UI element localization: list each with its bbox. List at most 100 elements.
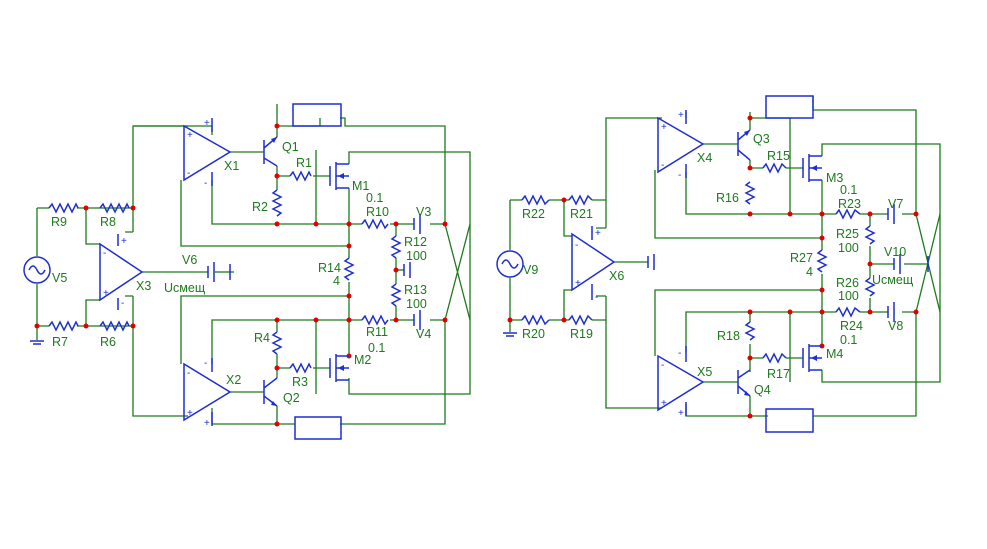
x3-opamp-icon: -+ +- [99, 234, 144, 310]
x6-opamp-icon: - + + - [571, 226, 616, 303]
r24-resistor-icon [835, 306, 861, 318]
svg-text:+: + [575, 278, 581, 289]
v8-battery-icon [887, 302, 895, 322]
svg-text:+: + [121, 236, 127, 247]
r8-label: R8 [100, 215, 116, 229]
r10-label: R10 [366, 205, 389, 219]
r1-label: R1 [296, 156, 312, 170]
svg-text:-: - [661, 360, 664, 371]
r21-label: R21 [570, 207, 593, 221]
svg-text:+: + [678, 408, 684, 419]
r25-value: 100 [838, 241, 859, 255]
svg-text:+: + [595, 228, 601, 239]
svg-text:-: - [204, 178, 207, 189]
r24-value: 0.1 [840, 333, 857, 347]
r25-resistor-icon [864, 225, 876, 245]
svg-text:-: - [187, 168, 190, 179]
r4-resistor-icon [271, 331, 283, 355]
r7-resistor-icon [48, 320, 79, 332]
r12-value: 100 [406, 249, 427, 263]
svg-text:-: - [575, 240, 578, 251]
q3-label: Q3 [753, 132, 770, 146]
r20-label: R20 [522, 327, 545, 341]
r12-label: R12 [404, 235, 427, 249]
v5-label: V5 [52, 271, 67, 285]
r21-resistor-icon [568, 194, 593, 206]
q3-transistor-icon [737, 129, 751, 161]
r10-resistor-icon [361, 218, 389, 230]
svg-text:+: + [661, 398, 667, 409]
r19-resistor-icon [568, 314, 593, 326]
svg-text:-: - [595, 292, 598, 303]
q4-transistor-icon [737, 369, 751, 397]
r12-resistor-icon [390, 235, 402, 259]
m3-mosfet-icon [802, 154, 822, 182]
r24-label: R24 [840, 319, 863, 333]
q1-label: Q1 [282, 140, 299, 154]
v6-value: Uсмещ [164, 281, 205, 295]
m1-label: M1 [352, 179, 369, 193]
r11-resistor-icon [361, 314, 389, 326]
v9-source-icon [496, 250, 524, 278]
r17-label: R17 [767, 367, 790, 381]
v9-label: V9 [523, 263, 538, 277]
m1-mosfet-icon [329, 162, 349, 190]
x6-label: X6 [609, 269, 624, 283]
ground-icon [30, 340, 44, 345]
v3-battery-icon [413, 214, 421, 234]
svg-text:+: + [204, 118, 210, 129]
r15-resistor-icon [762, 162, 787, 174]
left-nodes [34, 123, 448, 427]
r14-value: 4 [333, 274, 340, 288]
r20-resistor-icon [521, 314, 550, 326]
r2-label: R2 [252, 200, 268, 214]
left-wires [36, 104, 471, 425]
m2-label: M2 [354, 353, 371, 367]
v4-label: V4 [416, 327, 431, 341]
x3-label: X3 [136, 279, 151, 293]
q4-label: Q4 [754, 383, 771, 397]
x4-opamp-icon: +- +- [657, 110, 705, 181]
svg-text:-: - [661, 160, 664, 171]
svg-text:-: - [204, 358, 207, 369]
r13-label: R13 [404, 283, 427, 297]
r15-label: R15 [767, 149, 790, 163]
output-terminal-icon [647, 254, 655, 270]
svg-text:+: + [204, 418, 210, 429]
r22-resistor-icon [521, 194, 550, 206]
svg-text:-: - [678, 170, 681, 181]
svg-text:-: - [121, 298, 124, 309]
r27-label: R27 [790, 251, 813, 265]
x1-label: X1 [224, 159, 239, 173]
r6-resistor-icon [99, 320, 130, 332]
svg-text:+: + [187, 130, 193, 141]
r18-resistor-icon [744, 321, 756, 341]
q1-transistor-icon [263, 136, 278, 167]
r6-label: R6 [100, 335, 116, 349]
r27-value: 4 [806, 265, 813, 279]
r3-label: R3 [292, 375, 308, 389]
r13-resistor-icon [390, 283, 402, 307]
svg-text:+: + [187, 408, 193, 419]
r1-resistor-icon [289, 170, 312, 182]
v4-battery-icon [413, 310, 421, 330]
v6-battery-icon [207, 262, 231, 282]
bottom-right-block [765, 408, 814, 433]
r23-label: R23 [838, 197, 861, 211]
top-right-block [765, 95, 814, 119]
r11-value: 0.1 [368, 341, 385, 355]
r26-label: R26 [836, 276, 859, 290]
m2-mosfet-icon [329, 354, 349, 382]
v10-battery-icon [893, 254, 929, 274]
r14-label: R14 [318, 261, 341, 275]
x5-label: X5 [697, 365, 712, 379]
x5-opamp-icon: -+ -+ [657, 346, 705, 419]
right-circuit: -+ +- +- +- -+ -+ [496, 95, 941, 433]
left-circuit: -+ +- +- +- -+ -+ [23, 103, 471, 440]
r23-value: 0.1 [840, 183, 857, 197]
r11-label: R11 [366, 325, 388, 339]
q2-transistor-icon [263, 377, 278, 407]
m4-mosfet-icon [802, 344, 822, 372]
top-left-block [292, 103, 342, 127]
